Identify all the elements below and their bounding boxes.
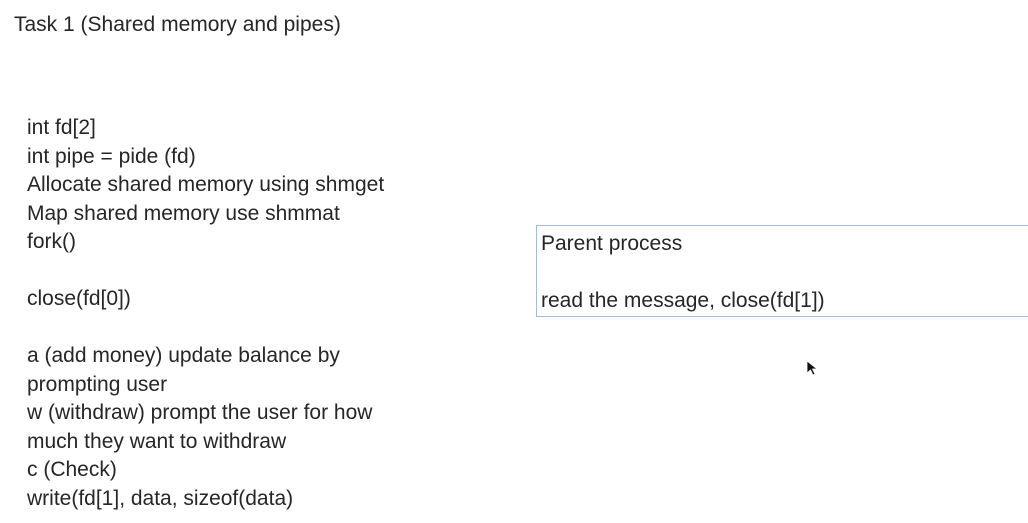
mouse-pointer-icon (806, 360, 819, 376)
parent-process-textbox[interactable]: Parent process read the message, close(f… (536, 225, 1028, 317)
blank-line (27, 257, 384, 286)
spacer (541, 259, 1028, 288)
note-line: c (Check) (27, 458, 117, 481)
note-line: Map shared memory use shmmat (27, 201, 340, 225)
page-title: Task 1 (Shared memory and pipes) (14, 13, 341, 36)
blank-line (27, 314, 384, 343)
parent-process-heading: Parent process (541, 232, 683, 255)
note-line: much they want to withdraw (27, 429, 287, 453)
note-line: int pipe = pide (fd) (27, 144, 196, 168)
code-notes: int fd[2] int pipe = pide (fd) Allocate … (27, 114, 384, 513)
note-line: int fd[2] (27, 116, 96, 139)
note-line: w (withdraw) prompt the user for how (27, 401, 373, 424)
note-line: fork() (27, 230, 76, 253)
note-line: close(fd[0]) (27, 287, 131, 310)
note-line: write(fd[1], data, sizeof(data) (27, 486, 294, 510)
note-line: a (add money) update balance by (27, 344, 340, 367)
note-line: prompting user (27, 372, 168, 396)
note-line: Allocate shared memory using shmget (27, 173, 385, 196)
parent-process-body: read the message, close(fd[1]) (541, 289, 825, 312)
